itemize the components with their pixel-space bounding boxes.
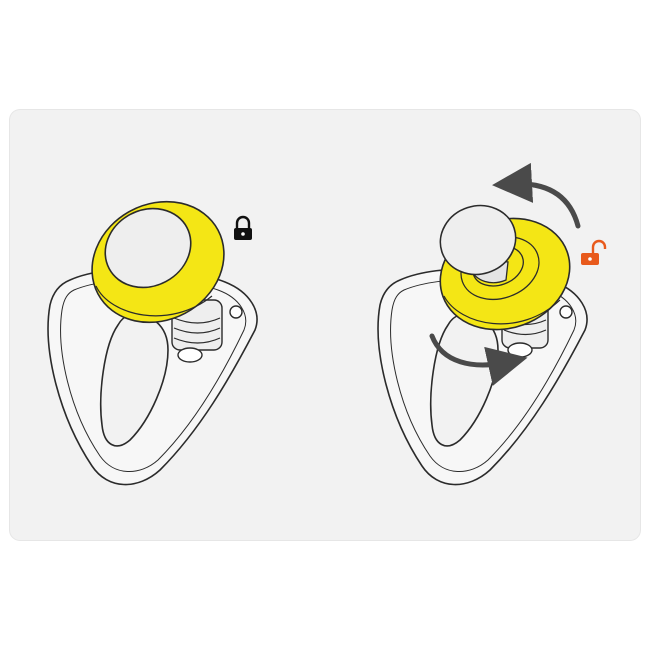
raised-metal-cap	[439, 204, 517, 284]
rotate-arrow-lower	[429, 333, 528, 386]
open-padlock-icon	[581, 239, 607, 265]
closed-padlock-icon	[234, 215, 252, 240]
rotate-counterclockwise-arrow	[492, 162, 581, 229]
locked-yellow-knob	[91, 200, 225, 324]
